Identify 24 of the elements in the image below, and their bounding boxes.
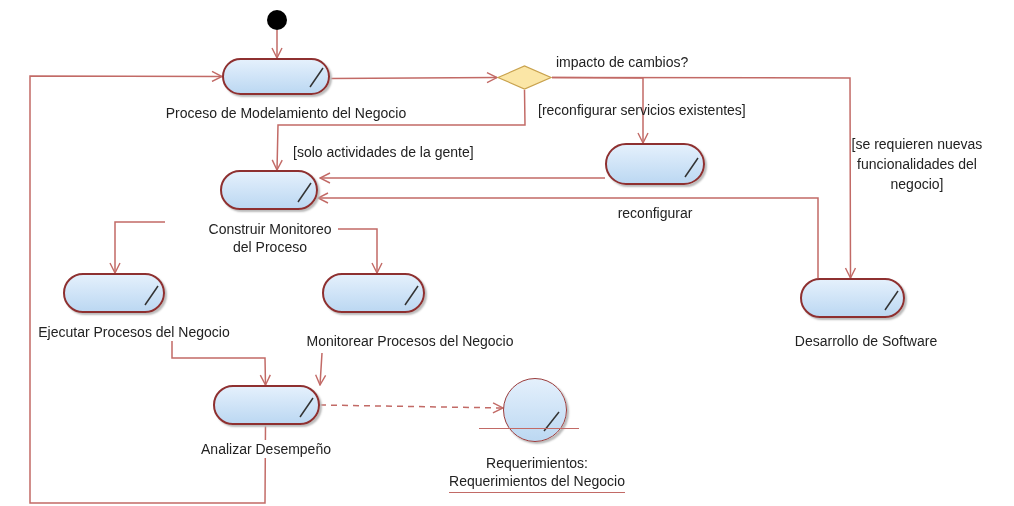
activity-label: Proceso de Modelamiento del Negocio bbox=[165, 104, 407, 122]
activity-label: Monitorear Procesos del Negocio bbox=[306, 332, 514, 350]
object-label: Requerimientos del Negocio bbox=[449, 472, 625, 493]
arrow bbox=[29, 70, 267, 504]
arrow bbox=[171, 339, 271, 386]
activity-label: reconfigurar bbox=[617, 204, 693, 222]
arrow bbox=[329, 71, 498, 84]
object-label: Requerimientos: bbox=[486, 454, 588, 472]
arrow bbox=[271, 89, 526, 171]
guard-label: [reconfigurar servicios existentes] bbox=[538, 101, 747, 120]
dashed-arrow bbox=[319, 402, 504, 414]
activity-label: Analizar Desempeño bbox=[201, 440, 331, 458]
arrow bbox=[109, 221, 166, 274]
guard-label: [solo actividades de la gente] bbox=[293, 143, 475, 162]
arrow bbox=[314, 352, 327, 386]
guard-label: [se requieren nuevas funcionalidades del negocio] bbox=[850, 135, 984, 194]
initial-node bbox=[267, 10, 287, 30]
arrow bbox=[319, 172, 606, 184]
activity-label: Ejecutar Procesos del Negocio bbox=[38, 323, 230, 341]
arrow bbox=[337, 228, 383, 274]
arrow bbox=[551, 76, 857, 279]
decision-label: impacto de cambios? bbox=[556, 53, 689, 71]
arrow bbox=[271, 29, 283, 59]
arrow bbox=[317, 192, 819, 279]
